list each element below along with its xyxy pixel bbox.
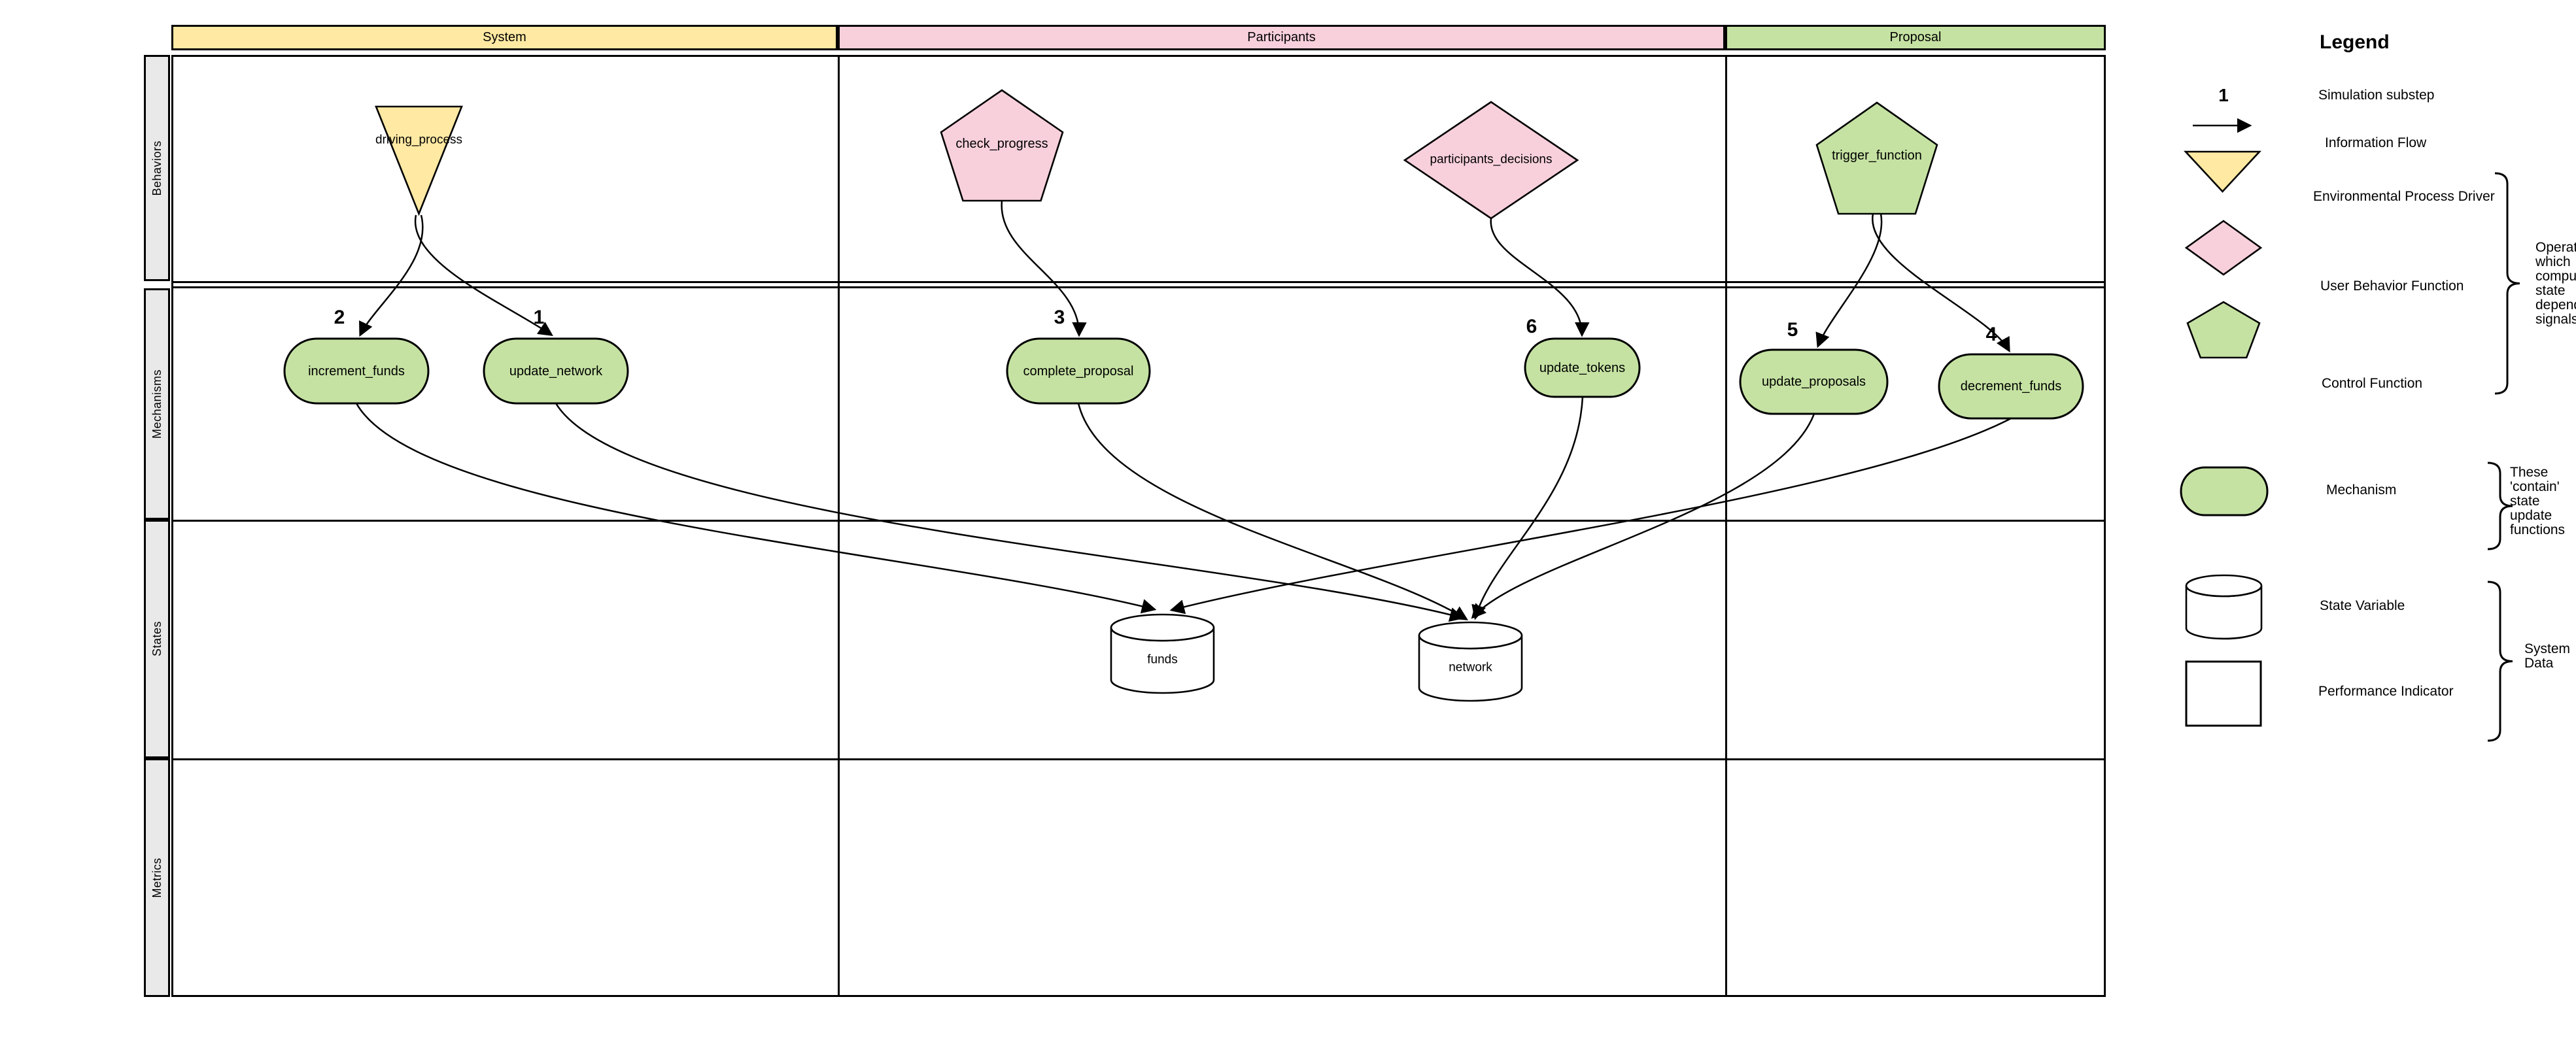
- column-header-participants: Participants: [838, 25, 1725, 50]
- legend-item-label-5: Mechanism: [2326, 482, 2397, 498]
- substep-number-decrement_funds: 4: [1985, 324, 1997, 345]
- row-divider-1: [171, 286, 2106, 288]
- edge-trigger_function-to-update_proposals: [1815, 213, 1883, 348]
- column-divider-1: [1725, 55, 1727, 997]
- legend-item-label-7: Performance Indicator: [2318, 684, 2454, 699]
- row-divider-0: [171, 281, 2106, 283]
- system-data-note-brace: [2487, 581, 2513, 742]
- node-label-trigger_function: trigger_function: [1832, 148, 1922, 163]
- substep-number-complete_proposal: 3: [1054, 307, 1065, 328]
- edge-increment_funds-to-funds: [355, 403, 1157, 614]
- substep-number-update_tokens: 6: [1526, 316, 1537, 337]
- legend-item-label-6: State Variable: [2320, 598, 2405, 613]
- row-divider-3: [171, 758, 2106, 760]
- node-driving_process-shape: [375, 105, 463, 216]
- node-label-participants_decisions: participants_decisions: [1430, 152, 1553, 167]
- legend-control-function-icon: [2186, 301, 2261, 359]
- row-strip-states: States: [144, 520, 170, 758]
- legend-performance-indicator-icon: [2185, 660, 2262, 727]
- column-header-label: System: [483, 30, 526, 44]
- edge-update_tokens-to-network: [1471, 396, 1584, 620]
- node-label-complete_proposal: complete_proposal: [1023, 363, 1134, 379]
- table-body-border: [171, 55, 2106, 997]
- edge-participants_decisions-to-update_tokens: [1490, 218, 1590, 337]
- legend-state-variable-icon-top: [2185, 574, 2263, 598]
- row-strip-behaviors: Behaviors: [144, 55, 170, 281]
- legend-item-label-2: Environmental Process Driver: [2313, 189, 2495, 204]
- row-strip-metrics: Metrics: [144, 758, 170, 997]
- edge-driving_process-to-update_network: [414, 214, 553, 336]
- legend-title: Legend: [2320, 31, 2390, 53]
- edge-update_proposals-to-network: [1471, 413, 1815, 619]
- node-label-update_network: update_network: [509, 363, 603, 379]
- legend-item-label-1: Information Flow: [2325, 135, 2427, 150]
- edge-driving_process-to-increment_funds: [359, 214, 424, 337]
- row-divider-2: [171, 520, 2106, 522]
- node-network-shape-top: [1418, 621, 1523, 650]
- legend-substep-symbol: 1: [2218, 85, 2229, 105]
- column-header-label: Proposal: [1889, 30, 1942, 44]
- row-strip-mechanisms: Mechanisms: [144, 288, 170, 520]
- legend-item-label-3: User Behavior Function: [2320, 278, 2464, 294]
- edge-check_progress-to-complete_proposal: [1001, 200, 1087, 337]
- column-header-label: Participants: [1247, 30, 1316, 44]
- substep-number-increment_funds: 2: [334, 307, 345, 328]
- node-label-update_proposals: update_proposals: [1761, 375, 1866, 389]
- edge-complete_proposal-to-network: [1077, 403, 1468, 620]
- contain-note-brace: [2487, 462, 2513, 550]
- node-label-increment_funds: increment_funds: [308, 363, 405, 379]
- legend-environmental-process-driver-icon: [2184, 150, 2261, 193]
- column-header-proposal: Proposal: [1725, 25, 2106, 50]
- node-label-update_tokens: update_tokens: [1539, 360, 1626, 375]
- edge-decrement_funds-to-funds: [1169, 417, 2012, 615]
- column-header-system: System: [171, 25, 838, 50]
- operators-note: Operators which computes state dependent…: [2535, 240, 2576, 327]
- node-label-check_progress: check_progress: [955, 137, 1048, 151]
- legend-item-label-4: Control Function: [2322, 376, 2423, 391]
- substep-number-update_proposals: 5: [1787, 319, 1798, 341]
- edge-trigger_function-to-decrement_funds: [1872, 213, 2010, 353]
- contain-note: These 'contain' state update functions: [2510, 465, 2566, 537]
- node-funds-shape-top: [1110, 613, 1215, 642]
- node-trigger_function-shape: [1815, 101, 1938, 215]
- system-data-note: System Data: [2524, 641, 2571, 671]
- edge-update_network-to-network: [555, 403, 1465, 622]
- legend-mechanism-icon: [2180, 466, 2269, 516]
- node-label-network: network: [1449, 660, 1492, 675]
- node-label-decrement_funds: decrement_funds: [1960, 379, 2062, 394]
- column-divider-0: [838, 55, 840, 997]
- node-label-driving_process: driving_process: [375, 133, 463, 147]
- substep-number-update_network: 1: [533, 307, 545, 328]
- operators-note-brace: [2494, 172, 2520, 395]
- node-label-funds: funds: [1147, 652, 1178, 667]
- legend-user-behavior-function-icon: [2184, 220, 2263, 276]
- legend-item-label-0: Simulation substep: [2318, 88, 2435, 103]
